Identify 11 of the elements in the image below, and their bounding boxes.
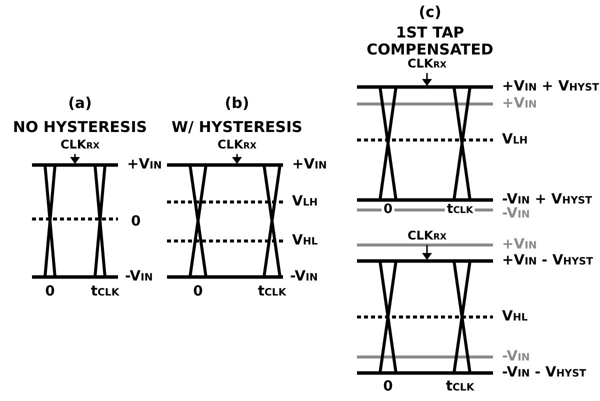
panel-title: NO HYSTERESIS xyxy=(12,118,148,136)
panel-title: W/ HYSTERESIS xyxy=(172,118,302,136)
signal-label: CLK$_{RX}$ xyxy=(407,229,447,243)
panel-label: (a) xyxy=(68,94,92,112)
panel-title: 1ST TAP COMPENSATED xyxy=(366,24,494,58)
signal-label: CLK$_{RX}$ xyxy=(60,138,100,152)
signal-label: CLK$_{RX}$ xyxy=(407,57,447,71)
voltage-label: 0 xyxy=(131,214,141,230)
panel-label: (c) xyxy=(418,4,442,20)
signal-label: CLK$_{RX}$ xyxy=(217,138,257,152)
panel-label: (b) xyxy=(224,94,250,112)
